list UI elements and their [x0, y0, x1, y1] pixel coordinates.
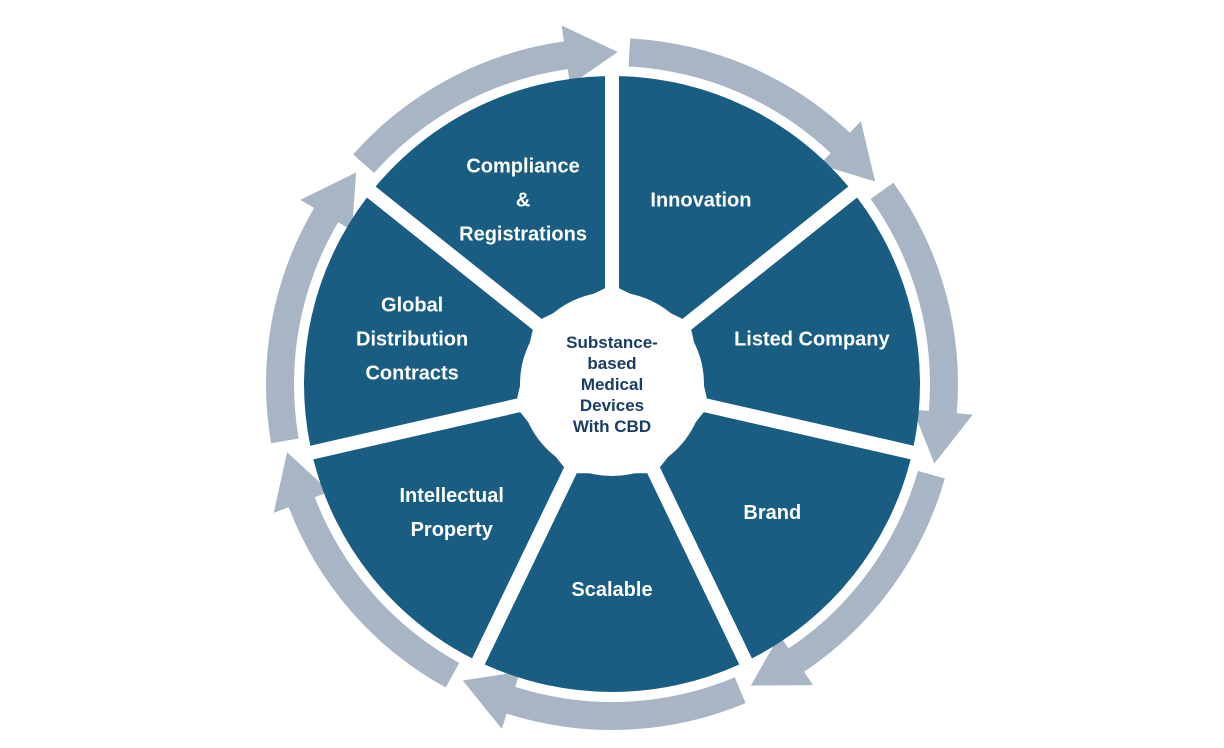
center-hub-label-line: based: [587, 354, 636, 373]
segment-label-line: Innovation: [650, 189, 751, 211]
center-hub-label-line: Devices: [580, 396, 644, 415]
segment-brand: Brand: [659, 412, 911, 659]
cycle-arrow-innovation: [628, 38, 876, 182]
segment-label-scalable: Scalable: [571, 579, 652, 601]
segment-label-line: Registrations: [459, 223, 587, 245]
segment-label-line: Scalable: [571, 579, 652, 601]
cycle-arrow-listed-company: [870, 182, 973, 464]
cycle-arrow-global-distribution-contracts: [266, 172, 357, 444]
segment-label-innovation: Innovation: [650, 189, 751, 211]
segment-label-line: Intellectual: [399, 485, 503, 507]
segment-global-distribution-contracts-shape: [303, 197, 533, 446]
segment-scalable: Scalable: [484, 473, 740, 692]
cycle-arrows: [266, 25, 973, 730]
segment-label-line: Property: [411, 519, 494, 541]
segment-label-brand: Brand: [743, 502, 801, 524]
segment-label-line: Listed Company: [734, 328, 890, 350]
segment-listed-company: Listed Company: [691, 197, 921, 446]
segment-intellectual-property-shape: [313, 412, 565, 659]
center-hub-label-line: Substance-: [566, 333, 658, 352]
segment-label-line: Contracts: [365, 362, 458, 384]
cycle-arrow-compliance-registrations: [353, 25, 618, 173]
cycle-arrow-brand: [750, 470, 945, 686]
segment-label-compliance-registrations: Compliance & Registrations: [459, 155, 587, 245]
segment-label-line: &: [516, 189, 530, 211]
segment-compliance-registrations: Compliance & Registrations: [375, 76, 605, 319]
center-hub-circle: [520, 292, 704, 476]
segment-label-line: Brand: [743, 502, 801, 524]
segment-scalable-shape: [484, 473, 740, 692]
segment-label-line: Compliance: [466, 155, 579, 177]
cycle-arrow-scalable: [462, 671, 746, 730]
segment-label-line: Global: [381, 294, 443, 316]
center-hub-label-line: With CBD: [573, 417, 651, 436]
segment-brand-shape: [659, 412, 911, 659]
segment-compliance-registrations-shape: [375, 76, 605, 319]
cycle-arrow-intellectual-property: [273, 452, 460, 688]
segment-innovation: Innovation: [619, 76, 849, 319]
segment-listed-company-shape: [691, 197, 921, 446]
segment-label-listed-company: Listed Company: [734, 328, 890, 350]
segment-innovation-shape: [619, 76, 849, 319]
segment-label-line: Distribution: [356, 328, 468, 350]
center-hub-label-line: Medical: [581, 375, 643, 394]
